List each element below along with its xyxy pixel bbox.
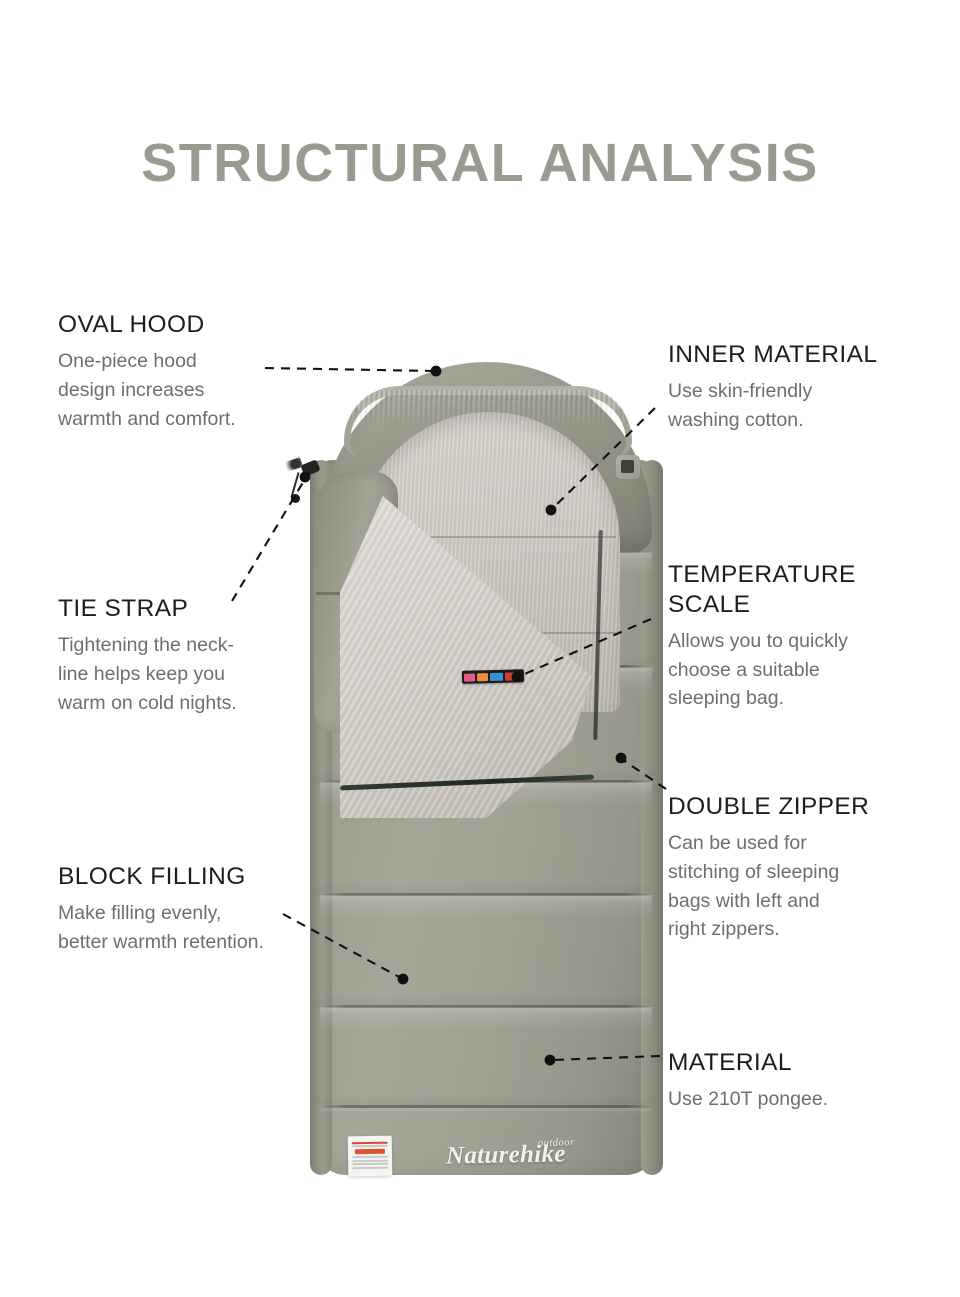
quilt-baffle [320, 1105, 652, 1108]
callout-temperature-scale: TEMPERATURE SCALE Allows you to quickly … [668, 560, 943, 713]
leader-dot-material [544, 1054, 556, 1066]
callout-material: MATERIAL Use 210T pongee. [668, 1048, 948, 1114]
leader-dot-inner-material [545, 504, 557, 516]
quilt-baffle [320, 1005, 652, 1008]
leader-dot-block-filling [397, 973, 409, 985]
callout-body: Can be used for stitching of sleeping ba… [668, 831, 840, 941]
leader-tie-strap [231, 478, 306, 602]
leader-dot-temperature-scale [511, 671, 523, 683]
callout-heading: MATERIAL [668, 1049, 792, 1076]
lining-seam [360, 536, 616, 538]
callout-tie-strap: TIE STRAP Tightening the neck- line help… [58, 594, 358, 717]
leader-material [551, 1054, 661, 1062]
callout-body: One-piece hood design increases warmth a… [58, 349, 236, 430]
callout-inner-material: INNER MATERIAL Use skin-friendly washing… [668, 340, 948, 435]
leader-oval-hood [264, 366, 435, 373]
bag-edge-right [641, 460, 663, 1175]
callout-body: Use 210T pongee. [668, 1087, 829, 1110]
callout-heading: OVAL HOOD [58, 311, 205, 338]
page-title: STRUCTURAL ANALYSIS [141, 133, 819, 193]
leader-inner-material [552, 407, 656, 509]
leader-block-filling [282, 913, 402, 979]
leader-dot-oval-hood [430, 365, 442, 377]
leader-temperature-scale [519, 618, 652, 677]
callout-body: Use skin-friendly washing cotton. [668, 379, 813, 431]
callout-body: Tightening the neck- line helps keep you… [58, 633, 237, 714]
callout-heading: DOUBLE ZIPPER [668, 793, 870, 820]
leader-double-zipper [622, 759, 667, 790]
callout-heading: INNER MATERIAL [668, 341, 878, 368]
callout-block-filling: BLOCK FILLING Make filling evenly, bette… [58, 862, 378, 957]
callout-heading: BLOCK FILLING [58, 863, 246, 890]
callout-oval-hood: OVAL HOOD One-piece hood design increase… [58, 310, 358, 433]
leader-dot-tie-strap [299, 471, 311, 483]
callout-double-zipper: DOUBLE ZIPPER Can be used for stitching … [668, 792, 948, 944]
quilt-baffle [320, 893, 652, 896]
callout-heading: TIE STRAP [58, 595, 189, 622]
hood-side-tab-inner [621, 460, 634, 473]
callout-body: Make filling evenly, better warmth reten… [58, 901, 264, 953]
hood-rim-gather [348, 390, 628, 436]
leader-dot-double-zipper [615, 752, 627, 764]
tie-strap-cord-tip [291, 494, 300, 503]
callout-body: Allows you to quickly choose a suitable … [668, 629, 848, 710]
callout-heading: TEMPERATURE SCALE [668, 561, 856, 618]
